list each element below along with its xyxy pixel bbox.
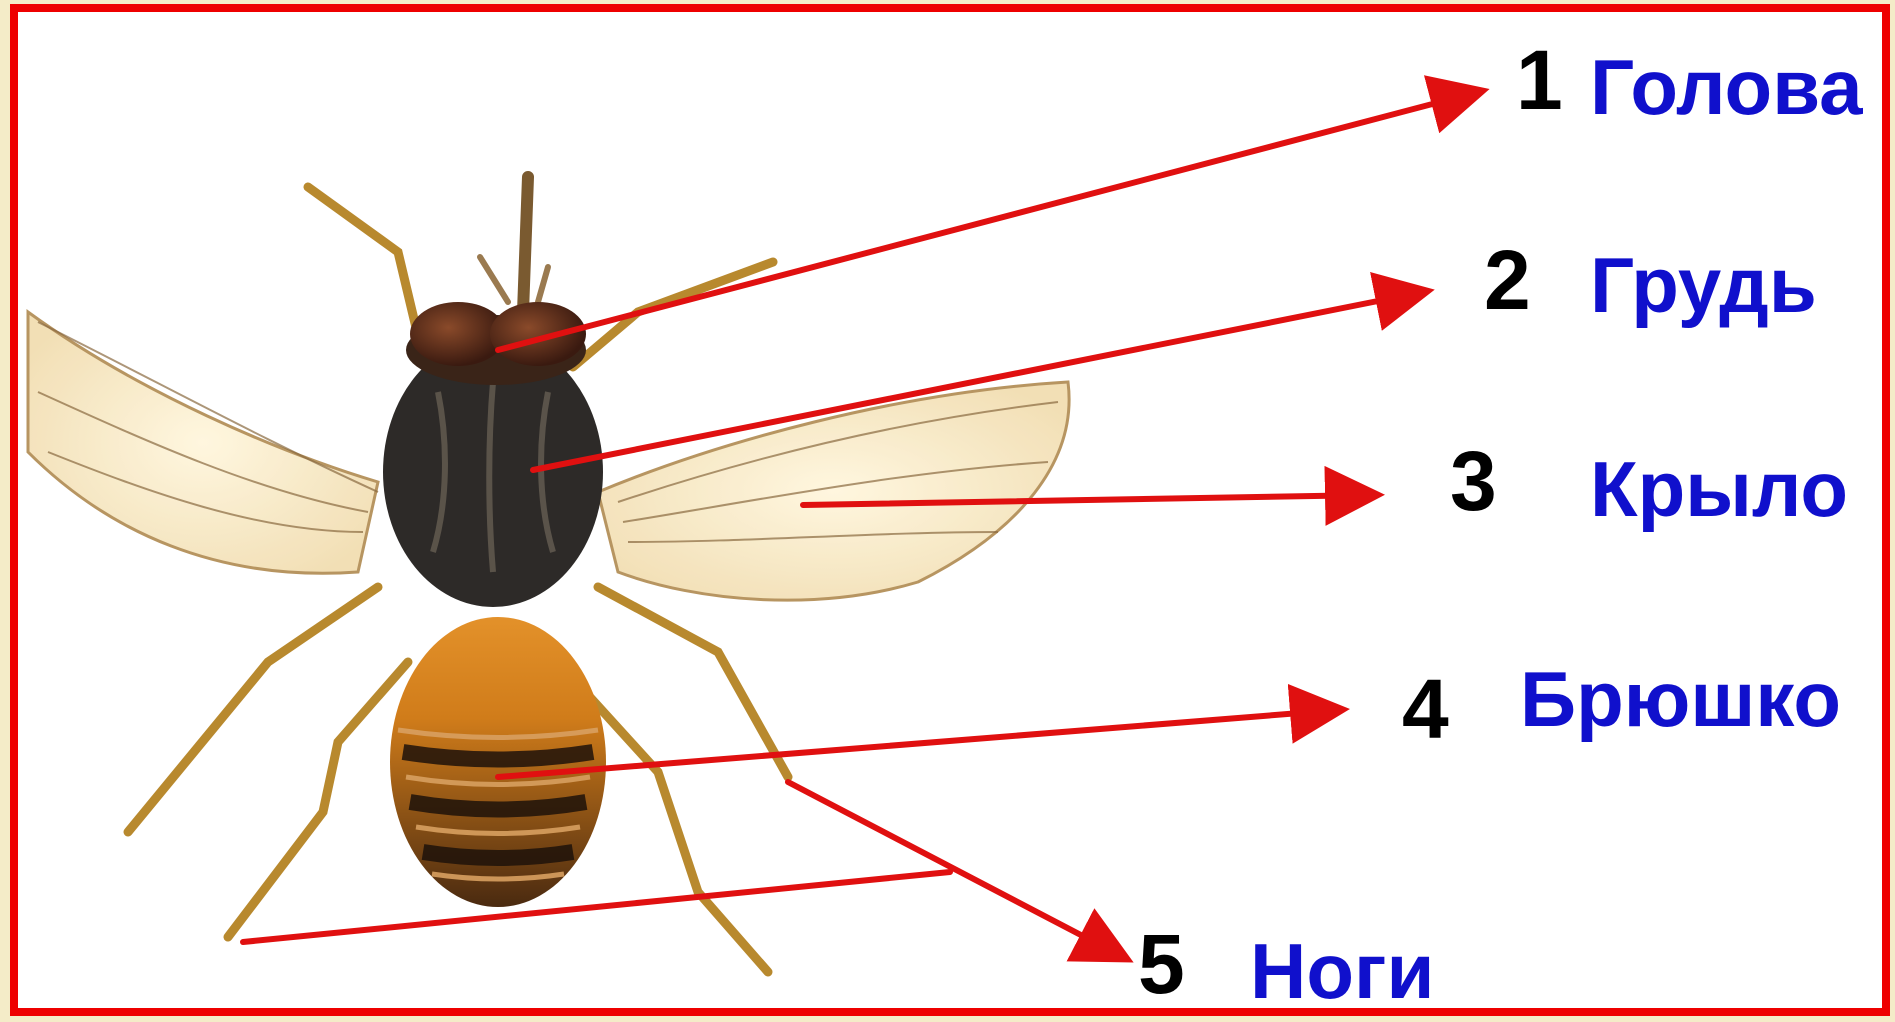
label-abdomen: Брюшко — [1520, 660, 1841, 738]
label-number-5: 5 — [1138, 922, 1185, 1006]
label-number-3: 3 — [1450, 439, 1497, 523]
label-number-1: 1 — [1516, 38, 1563, 122]
label-legs: Ноги — [1250, 932, 1434, 1010]
arrow-abdomen-pointer — [498, 710, 1338, 777]
leg-pointer-left — [243, 872, 950, 942]
label-head: Голова — [1590, 48, 1863, 126]
left-wing — [28, 312, 378, 573]
fly-photo — [28, 177, 1069, 972]
label-wing: Крыло — [1590, 450, 1848, 528]
right-eye — [490, 302, 586, 366]
label-number-4: 4 — [1402, 667, 1449, 751]
leg-pointer-right — [788, 782, 1123, 957]
label-number-2: 2 — [1484, 238, 1531, 322]
diagram-frame: 1 Голова 2 Грудь 3 Крыло 4 Брюшко 5 Ноги — [10, 4, 1890, 1016]
label-thorax: Грудь — [1590, 246, 1817, 324]
right-wing — [598, 382, 1069, 600]
